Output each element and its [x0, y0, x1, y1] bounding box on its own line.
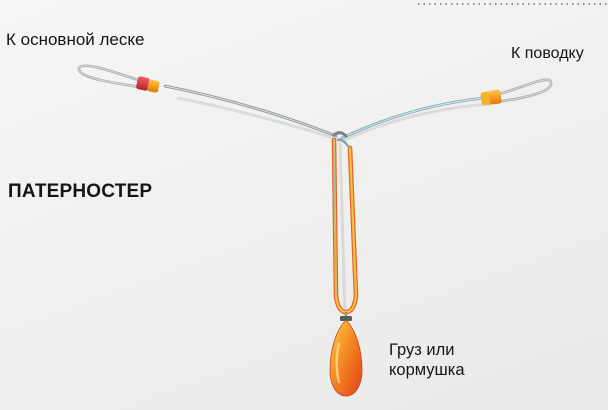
diagram-title: ПАТЕРНОСТЕР [8, 181, 153, 202]
main-line-loop [77, 64, 152, 90]
weight-label: Груз или кормушка [389, 341, 465, 380]
wire-frame [163, 84, 486, 140]
main-line-label: К основной леске [6, 30, 145, 49]
leader-label: К поводку [511, 45, 584, 62]
bead-icon [136, 76, 160, 93]
bead-icon [480, 89, 502, 106]
leader-loop [490, 78, 553, 104]
rig-shadow [176, 96, 492, 320]
sinker-icon [329, 312, 363, 397]
